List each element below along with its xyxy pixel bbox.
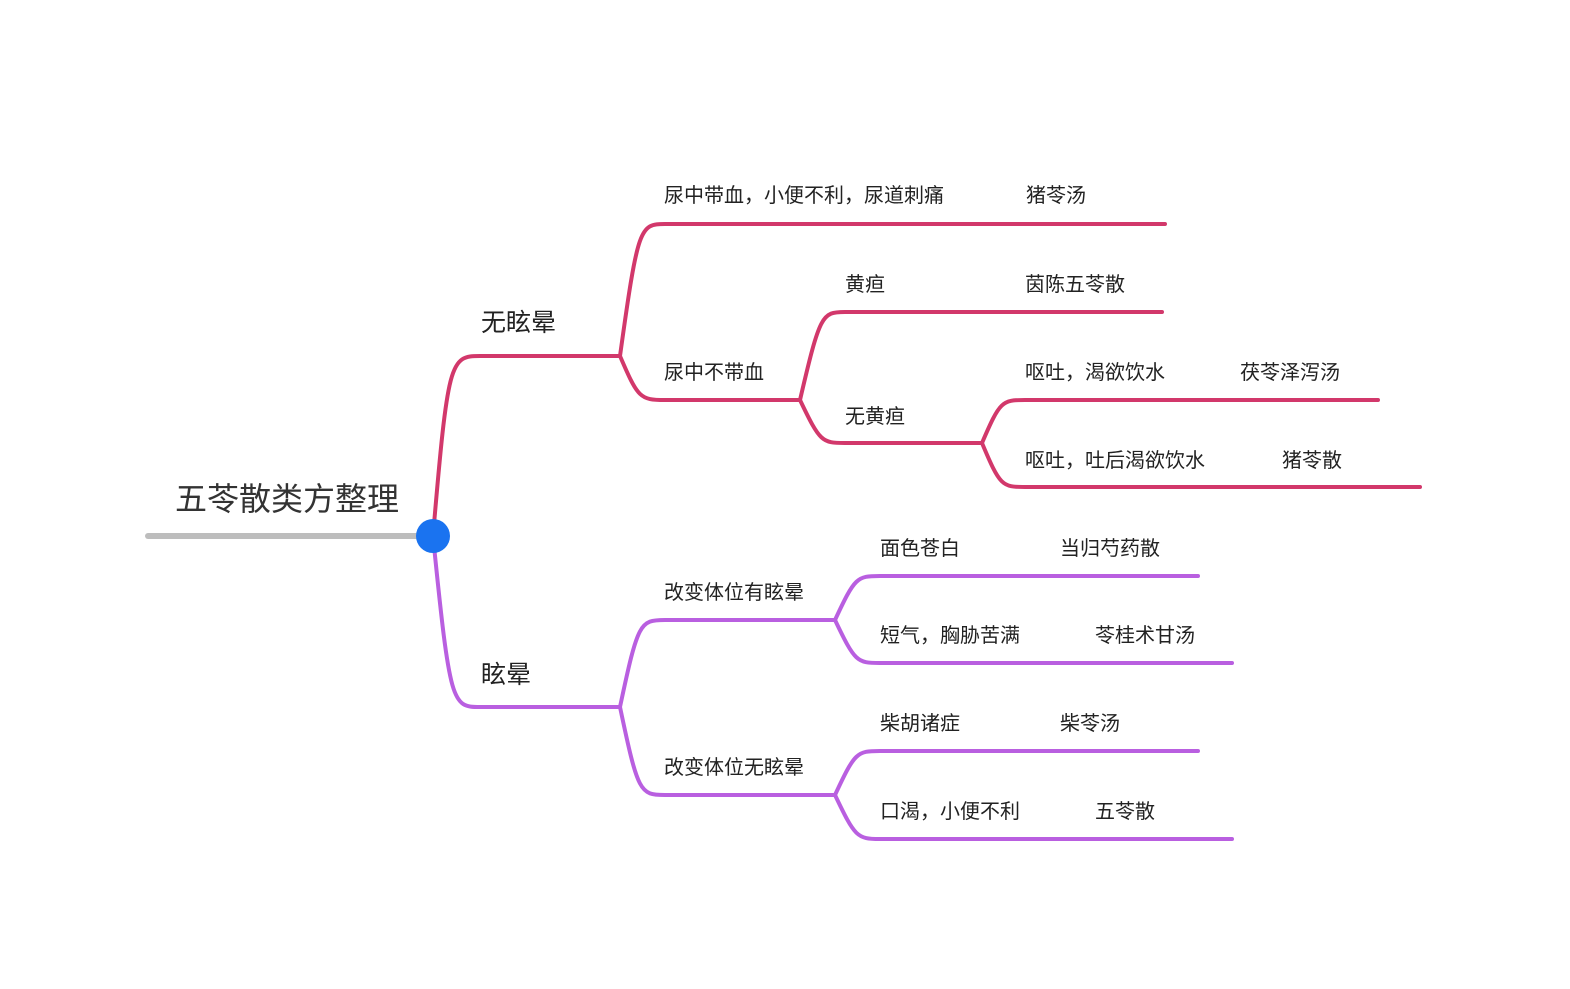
connector-vomit-thirst — [980, 398, 1380, 445]
connector-no-jaundice — [798, 398, 984, 445]
connector-short-breath — [833, 618, 1234, 665]
connector-vertigo — [431, 534, 622, 709]
node-blood-in-urine[interactable]: 尿中带血，小便不利，尿道刺痛 — [664, 183, 944, 207]
formula-zhuling-san[interactable]: 猪苓散 — [1282, 448, 1342, 472]
connector-jaundice — [798, 310, 1164, 402]
formula-danggui-shaoyao-san[interactable]: 当归芍药散 — [1060, 536, 1160, 560]
node-short-breath[interactable]: 短气，胸胁苦满 — [880, 623, 1020, 647]
node-postural-vertigo[interactable]: 改变体位有眩晕 — [664, 580, 804, 604]
formula-yinchen-wuling-san[interactable]: 茵陈五苓散 — [1025, 272, 1125, 296]
node-chaihu[interactable]: 柴胡诸症 — [880, 711, 960, 735]
node-pale-face[interactable]: 面色苍白 — [880, 536, 960, 560]
node-no-jaundice[interactable]: 无黄疸 — [845, 404, 905, 428]
node-vomit-thirst[interactable]: 呕吐，渴欲饮水 — [1025, 360, 1165, 384]
connector-no-blood-in-urine — [618, 354, 802, 402]
connector-no-vertigo — [431, 354, 622, 538]
connector-vomit-then-thirst — [980, 441, 1422, 489]
connector-no-postural-vertigo — [618, 705, 837, 797]
connector-chaihu — [833, 749, 1200, 797]
root-node[interactable] — [416, 519, 450, 553]
formula-zhuling-tang[interactable]: 猪苓汤 — [1026, 183, 1086, 207]
root-title[interactable]: 五苓散类方整理 — [175, 480, 400, 518]
node-no-blood-in-urine[interactable]: 尿中不带血 — [664, 360, 764, 384]
node-jaundice[interactable]: 黄疸 — [845, 272, 885, 296]
formula-fuling-zexie-tang[interactable]: 茯苓泽泻汤 — [1240, 360, 1340, 384]
connector-blood-in-urine — [618, 222, 1167, 358]
connector-postural-vertigo — [618, 618, 837, 709]
connector-thirst — [833, 793, 1234, 841]
node-vomit-then-thirst[interactable]: 呕吐，吐后渴欲饮水 — [1025, 448, 1205, 472]
formula-linggui-zhugan-tang[interactable]: 苓桂术甘汤 — [1095, 623, 1195, 647]
formula-chailing-tang[interactable]: 柴苓汤 — [1060, 711, 1120, 735]
node-thirst[interactable]: 口渴，小便不利 — [880, 799, 1020, 823]
node-no-vertigo[interactable]: 无眩晕 — [481, 308, 557, 337]
node-no-postural-vertigo[interactable]: 改变体位无眩晕 — [664, 755, 804, 779]
formula-wuling-san[interactable]: 五苓散 — [1095, 799, 1155, 823]
node-vertigo[interactable]: 眩晕 — [481, 660, 532, 689]
connector-pale-face — [833, 574, 1200, 622]
